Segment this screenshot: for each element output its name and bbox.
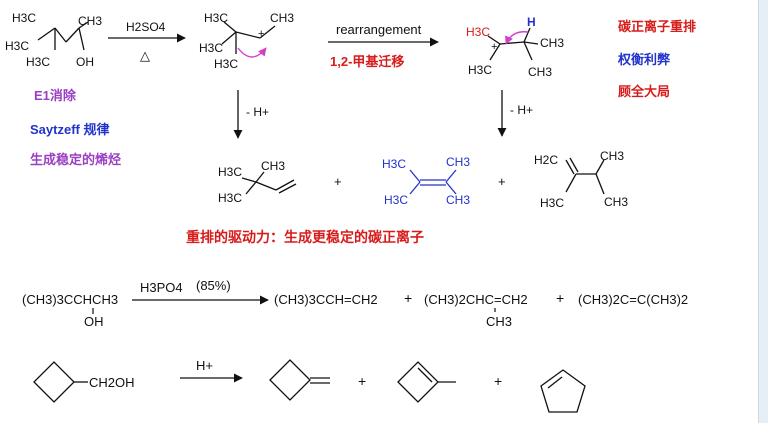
elimination-label-right: - H+ <box>510 103 533 117</box>
label-ch3: CH3 <box>261 159 285 173</box>
product-3-3-dimethyl-1-butene <box>241 171 297 195</box>
note-saytzeff-rule: Saytzeff 规律 <box>30 122 109 137</box>
label-h3c: H3C <box>466 25 490 39</box>
label-ch3: CH3 <box>446 155 470 169</box>
scheme2-reactant-oh: OH <box>84 314 104 329</box>
cation-charge: + <box>491 41 497 53</box>
methylenecyclobutane-structure <box>269 359 330 401</box>
secondary-carbocation-labels: H3C CH3 H3C H3C + <box>199 11 294 71</box>
scheme2-product-2: (CH3)2CHC=CH2 <box>424 292 528 307</box>
label-h2c: H2C <box>534 153 558 167</box>
label-ch3: CH3 <box>270 11 294 25</box>
hydride-curved-arrow <box>505 31 529 45</box>
label-oh: OH <box>76 55 94 69</box>
scheme2-product-3: (CH3)2C=C(CH3)2 <box>578 292 688 307</box>
cyclopentene-structure <box>540 369 586 413</box>
label-h3c: H3C <box>468 63 492 77</box>
cation-charge: + <box>258 28 264 40</box>
1-methylcyclobutene-structure <box>397 361 456 403</box>
secondary-carbocation-structure <box>221 21 276 54</box>
plus-sign: + <box>334 174 342 189</box>
alcohol-reactant-structure <box>37 21 89 51</box>
label-h3c: H3C <box>26 55 50 69</box>
note-big-picture: 顾全大局 <box>618 84 670 99</box>
plus-sign: + <box>358 373 366 389</box>
tertiary-carbocation-labels: H3C H CH3 H3C CH3 + <box>466 15 564 79</box>
note-e1-elimination: E1消除 <box>34 88 77 103</box>
vertical-scrollbar[interactable] <box>758 0 768 423</box>
methyl-shift-label: 1,2-甲基迁移 <box>330 54 404 69</box>
plus-sign: + <box>556 290 564 306</box>
heat-symbol: △ <box>140 48 150 63</box>
note-stable-alkene: 生成稳定的烯烃 <box>30 152 121 167</box>
cyclobutylmethanol-structure <box>33 361 88 403</box>
scheme3-ch2oh: CH2OH <box>89 375 135 390</box>
product-2-3-dimethyl-2-butene <box>409 169 457 195</box>
scheme2-product-1: (CH3)3CCH=CH2 <box>274 292 378 307</box>
scheme2-reagent: H3PO4 <box>140 280 183 295</box>
driving-force-statement: 重排的驱动力：生成更稳定的碳正离子 <box>186 229 424 245</box>
label-h3c: H3C <box>214 57 238 71</box>
label-h3c: H3C <box>5 39 29 53</box>
label-h3c: H3C <box>384 193 408 207</box>
note-carbocation-rearrangement: 碳正离子重排 <box>618 19 696 34</box>
label-ch3: CH3 <box>446 193 470 207</box>
label-h3c: H3C <box>382 157 406 171</box>
alcohol-reactant-labels: H3C CH3 H3C H3C OH <box>5 11 102 69</box>
product-a-labels: H3C CH3 H3C <box>218 159 285 205</box>
product-2-3-dimethyl-1-butene <box>565 157 605 195</box>
label-ch3: CH3 <box>78 14 102 28</box>
plus-sign: + <box>498 174 506 189</box>
label-h3c: H3C <box>12 11 36 25</box>
plus-sign: + <box>494 373 502 389</box>
scheme2-reactant: (CH3)3CCHCH3 <box>22 292 118 307</box>
label-h3c: H3C <box>218 191 242 205</box>
label-h3c: H3C <box>199 41 223 55</box>
product-b-labels: H3C CH3 H3C CH3 <box>382 155 470 207</box>
note-weigh-pros-cons: 权衡利弊 <box>617 52 671 67</box>
label-h: H <box>527 15 536 29</box>
scheme2-product-2-substituent: CH3 <box>486 314 512 329</box>
reagent-h2so4: H2SO4 <box>126 20 166 34</box>
scheme3-reagent: H+ <box>196 358 213 373</box>
label-ch3: CH3 <box>528 65 552 79</box>
product-c-labels: H2C CH3 H3C CH3 <box>534 149 628 210</box>
label-h3c: H3C <box>204 11 228 25</box>
plus-sign: + <box>404 290 412 306</box>
label-ch3: CH3 <box>604 195 628 209</box>
methyl-shift-curved-arrow <box>237 47 267 58</box>
label-ch3: CH3 <box>540 36 564 50</box>
scheme2-reagent-concentration: (85%) <box>196 278 231 293</box>
rearrangement-label: rearrangement <box>336 22 422 37</box>
label-h3c: H3C <box>218 165 242 179</box>
elimination-label-left: - H+ <box>246 105 269 119</box>
label-h3c: H3C <box>540 196 564 210</box>
label-ch3: CH3 <box>600 149 624 163</box>
